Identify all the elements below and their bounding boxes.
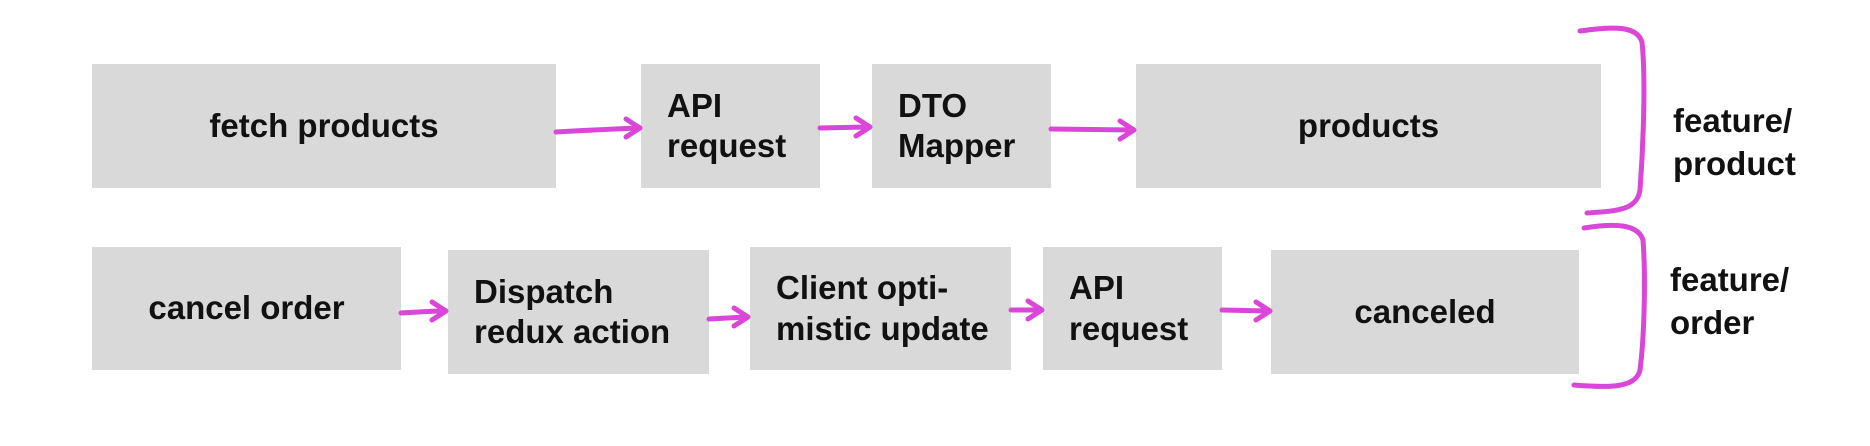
box-cancel-order: cancel order (92, 247, 401, 370)
box-fetch-products: fetch products (92, 64, 556, 188)
box-label: canceled (1354, 292, 1496, 330)
box-api-request-order: API request (1043, 247, 1222, 370)
group-label-feature-product: feature/ product (1673, 102, 1796, 182)
arrow-icon (1219, 299, 1273, 323)
box-label: API request (667, 86, 787, 164)
arrow-icon (817, 115, 873, 139)
box-label: products (1297, 106, 1440, 144)
arrow-icon (1008, 298, 1045, 322)
box-dto-mapper: DTO Mapper (872, 64, 1051, 188)
box-label: API request (1069, 269, 1189, 347)
box-api-request: API request (641, 64, 820, 188)
box-label: Dispatch redux action (474, 272, 671, 350)
box-dispatch-redux-action: Dispatch redux action (448, 250, 709, 374)
box-label: fetch products (209, 106, 439, 144)
box-label: Client opti- mistic update (776, 269, 989, 347)
arrow-icon (553, 116, 643, 140)
brace-feature-product-icon (1577, 25, 1647, 216)
box-label: DTO Mapper (898, 86, 1016, 164)
arrow-icon (706, 305, 751, 329)
box-label: cancel order (148, 289, 345, 327)
brace-feature-order-icon (1571, 222, 1647, 389)
box-products: products (1136, 64, 1601, 188)
group-label-feature-order: feature/ order (1670, 261, 1790, 341)
arrow-icon (398, 299, 449, 323)
box-canceled: canceled (1271, 250, 1579, 374)
box-client-optimistic-update: Client opti- mistic update (750, 247, 1011, 370)
arrow-icon (1048, 118, 1137, 142)
